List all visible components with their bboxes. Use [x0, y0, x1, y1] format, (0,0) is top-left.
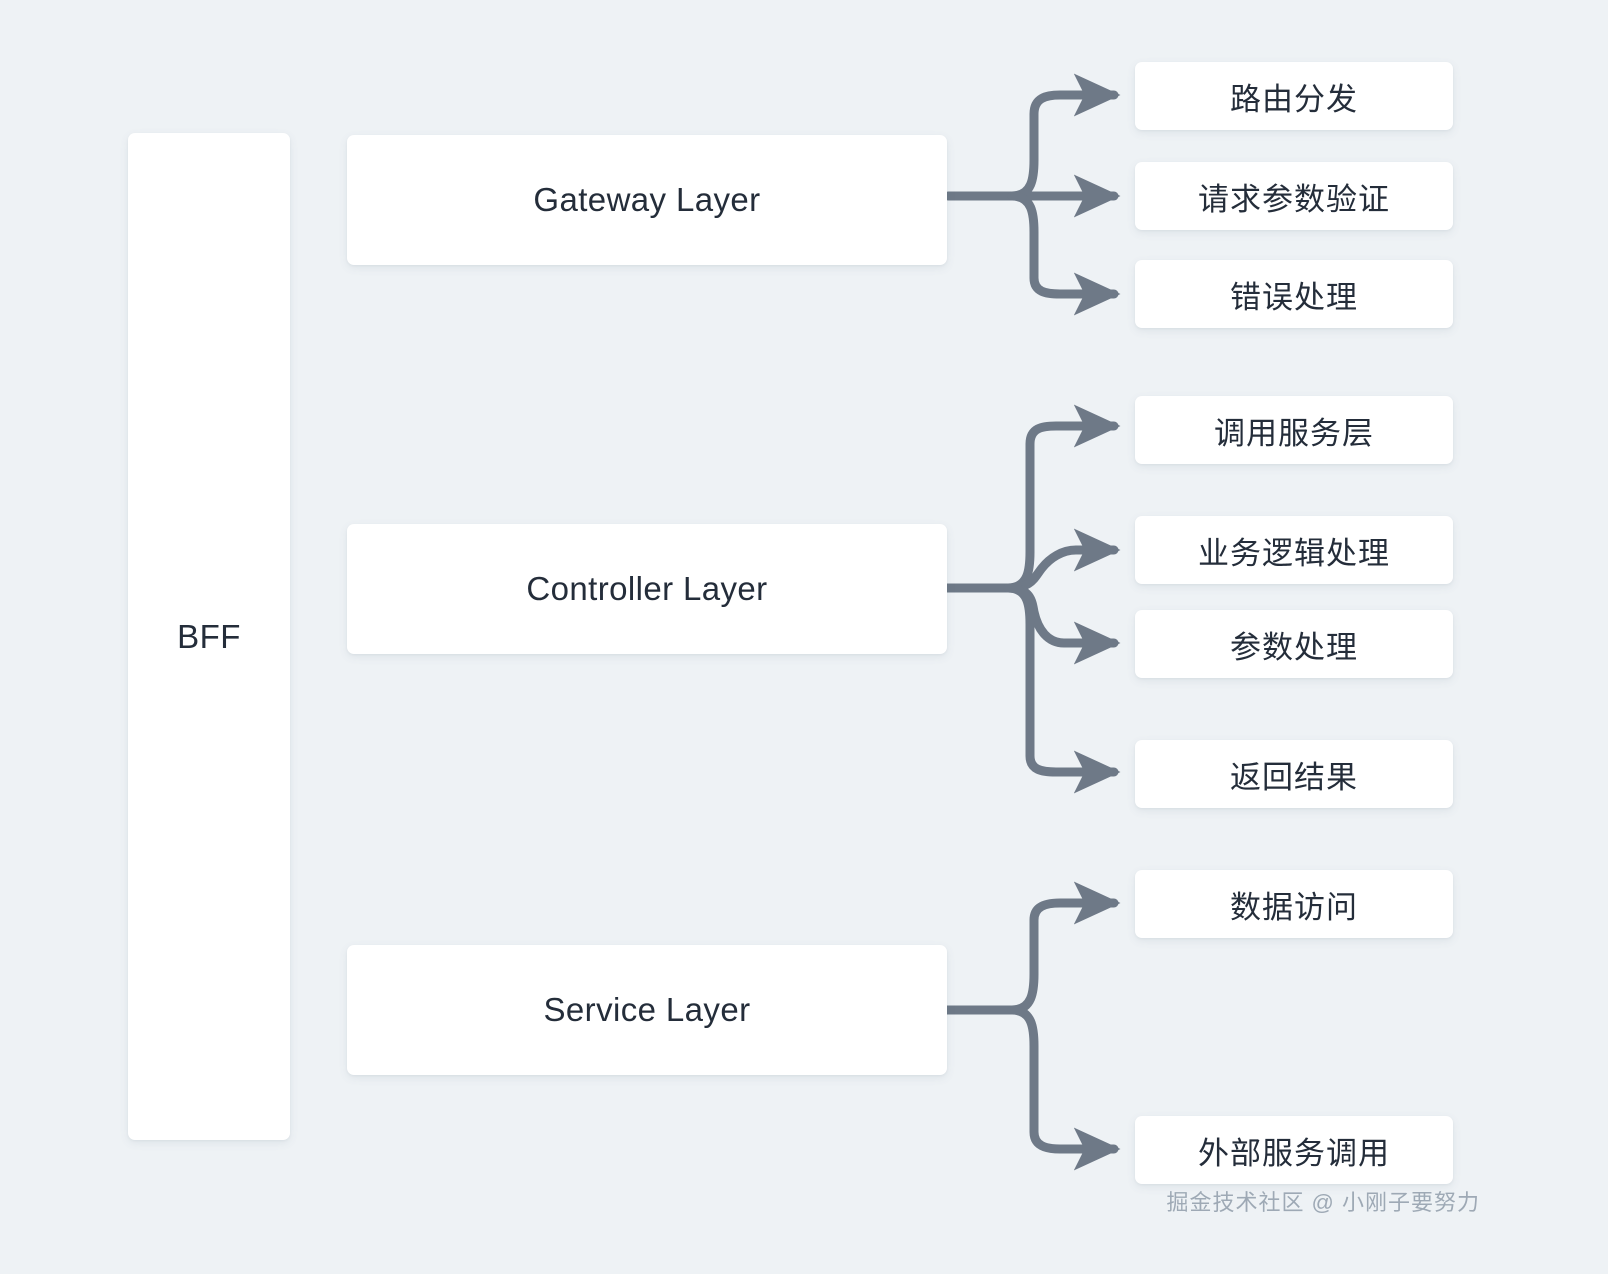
node-leaf-route-dispatch[interactable]: 路由分发: [1135, 62, 1453, 130]
node-leaf-error-handling-label: 错误处理: [1230, 279, 1358, 315]
node-leaf-return-result-label: 返回结果: [1230, 759, 1358, 795]
node-leaf-return-result[interactable]: 返回结果: [1135, 740, 1453, 808]
node-leaf-data-access[interactable]: 数据访问: [1135, 870, 1453, 938]
node-leaf-business-logic[interactable]: 业务逻辑处理: [1135, 516, 1453, 584]
node-leaf-external-service-call[interactable]: 外部服务调用: [1135, 1116, 1453, 1184]
node-leaf-external-service-call-label: 外部服务调用: [1198, 1135, 1390, 1171]
node-leaf-error-handling[interactable]: 错误处理: [1135, 260, 1453, 328]
watermark: 掘金技术社区 @ 小刚子要努力: [1166, 1190, 1480, 1215]
edge-controller-to-callservice: [1003, 404, 1121, 593]
node-controller-layer[interactable]: Controller Layer: [347, 524, 947, 654]
edge-gateway-to-error: [1007, 191, 1121, 316]
node-leaf-business-logic-label: 业务逻辑处理: [1198, 535, 1390, 571]
edge-controller-to-business: [1003, 528, 1121, 593]
node-leaf-call-service-layer-label: 调用服务层: [1214, 415, 1374, 451]
edge-service-to-external: [1007, 1005, 1121, 1171]
edge-controller-to-result: [1003, 583, 1121, 794]
node-leaf-route-dispatch-label: 路由分发: [1230, 81, 1358, 117]
node-leaf-param-handling[interactable]: 参数处理: [1135, 610, 1453, 678]
node-bff-label: BFF: [177, 617, 241, 655]
node-service-layer-label: Service Layer: [543, 991, 751, 1028]
node-leaf-data-access-label: 数据访问: [1230, 889, 1358, 925]
edge-controller-to-params: [1003, 583, 1121, 665]
node-leaf-request-param-validation[interactable]: 请求参数验证: [1135, 162, 1453, 230]
edge-service-to-data: [1007, 881, 1121, 1015]
node-gateway-layer[interactable]: Gateway Layer: [347, 135, 947, 265]
node-leaf-request-param-validation-label: 请求参数验证: [1198, 181, 1390, 217]
node-controller-layer-label: Controller Layer: [526, 570, 768, 607]
edge-gateway-to-route: [1007, 73, 1121, 201]
node-leaf-call-service-layer[interactable]: 调用服务层: [1135, 396, 1453, 464]
node-leaf-param-handling-label: 参数处理: [1230, 629, 1358, 665]
node-gateway-layer-label: Gateway Layer: [533, 181, 761, 218]
node-service-layer[interactable]: Service Layer: [347, 945, 947, 1075]
node-bff[interactable]: BFF: [128, 133, 290, 1140]
